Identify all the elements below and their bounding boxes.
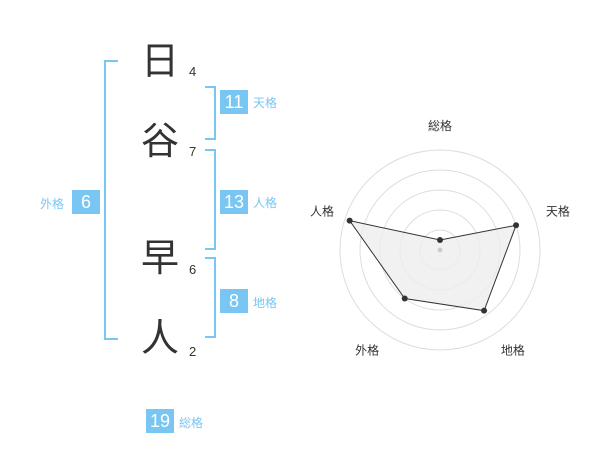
radar-axis-label: 外格: [355, 342, 379, 357]
radar-point: [513, 222, 520, 229]
jinkaku-bracket: [205, 149, 216, 250]
name-char-1: 日: [140, 39, 179, 83]
radar-axis-label: 総格: [428, 118, 452, 133]
radar-ring: [359, 169, 521, 331]
radar-point: [437, 237, 443, 243]
tenkaku-bracket: [205, 86, 216, 140]
radar-axis-label: 人格: [310, 204, 334, 219]
jinkaku-label: 人格: [253, 196, 278, 210]
radar-point: [346, 217, 353, 224]
radar-axis-label: 天格: [546, 204, 570, 219]
radar-point: [481, 307, 488, 314]
soukaku-score: 19: [146, 409, 174, 433]
name-char-3: 早: [140, 236, 179, 280]
radar-center: [437, 247, 443, 253]
radar-ring: [339, 149, 541, 351]
stroke-count-1: 4: [189, 64, 197, 79]
tenkaku-score: 11: [220, 90, 248, 114]
gaikaku-score: 6: [72, 190, 100, 214]
jinkaku-score: 13: [220, 190, 248, 214]
gaikaku-label: 外格: [40, 197, 65, 211]
radar-axis-label: 地格: [501, 342, 525, 357]
stroke-count-3: 6: [189, 262, 197, 277]
name-char-4: 人: [140, 316, 179, 360]
tenkaku-label: 天格: [253, 96, 278, 110]
radar-point: [401, 295, 408, 302]
stroke-count-2: 7: [189, 144, 197, 159]
radar-points: [346, 217, 520, 314]
stroke-count-4: 2: [189, 344, 197, 359]
name-char-2: 谷: [140, 119, 179, 163]
chikaku-bracket: [205, 257, 216, 338]
gaikaku-bracket: [104, 60, 118, 340]
chikaku-label: 地格: [253, 296, 278, 310]
soukaku-label: 総格: [179, 416, 204, 430]
radar-shape: [348, 219, 517, 312]
chikaku-score: 8: [220, 289, 248, 313]
